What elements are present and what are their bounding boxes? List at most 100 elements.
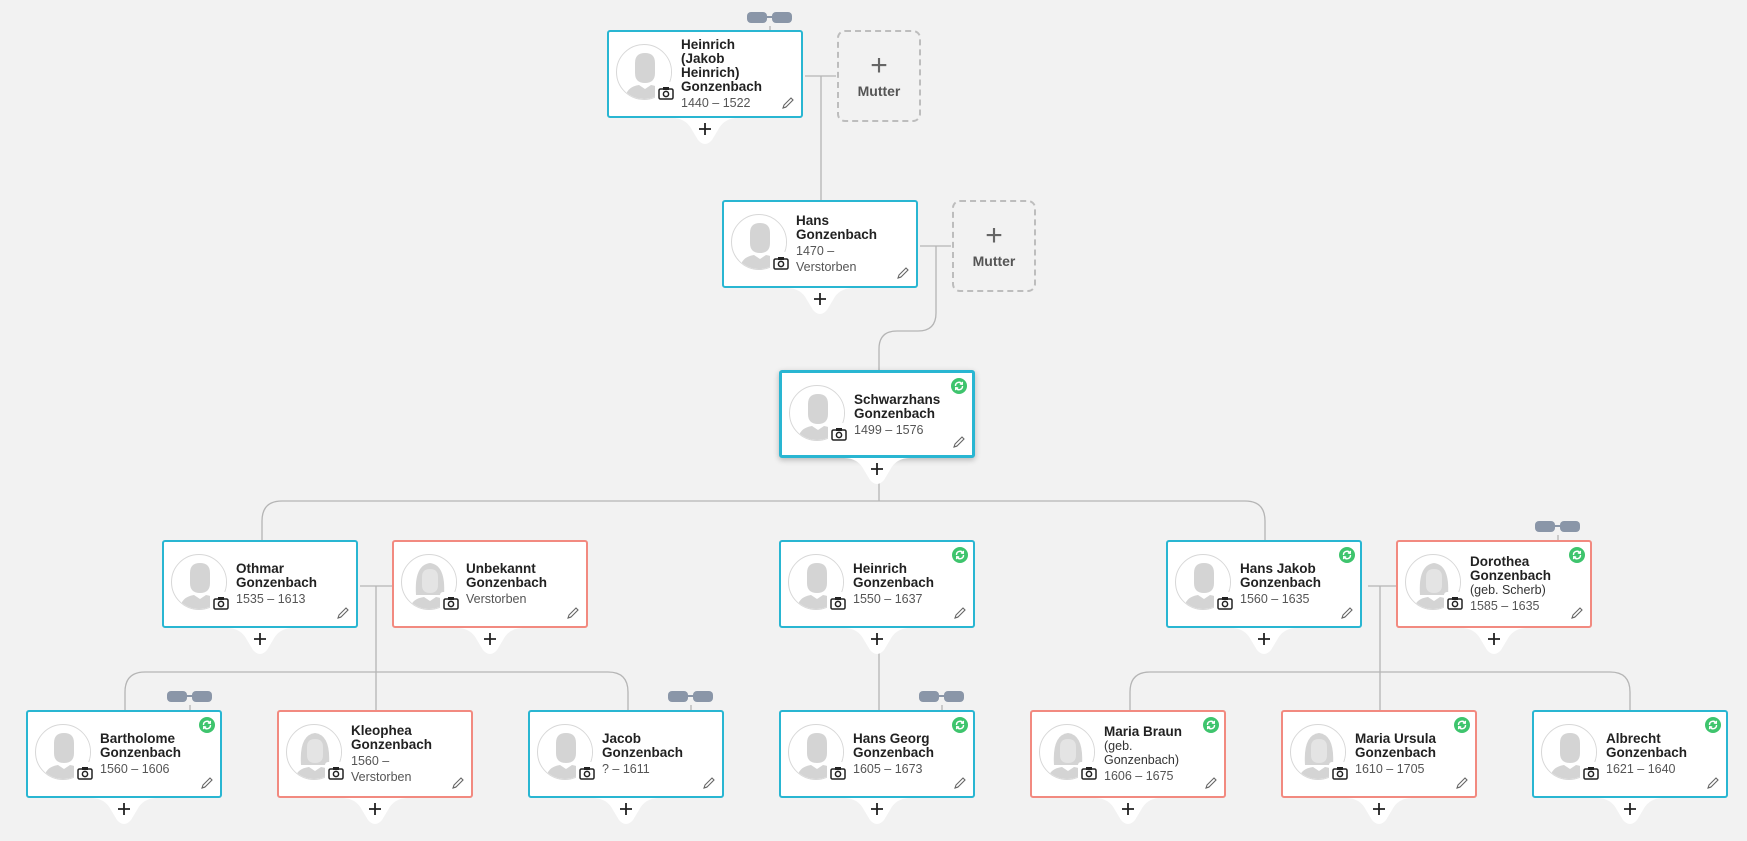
person-card[interactable]: Maria Braun(geb. Gonzenbach)1606 – 1675 [1030, 710, 1226, 798]
person-name: Maria Ursula Gonzenbach [1355, 730, 1437, 760]
sync-icon[interactable] [1339, 547, 1355, 563]
person-dates: Verstorben [466, 591, 527, 606]
person-dates: ? – 1611 [602, 761, 650, 776]
camera-icon[interactable] [74, 762, 96, 784]
rings-icon[interactable] [1533, 519, 1583, 535]
person-name: Heinrich Gonzenbach [853, 560, 935, 590]
rings-icon[interactable] [666, 689, 716, 705]
camera-icon[interactable] [827, 592, 849, 614]
pencil-icon[interactable] [951, 434, 967, 450]
camera-icon[interactable] [1444, 592, 1466, 614]
add-relative-button[interactable] [1231, 628, 1297, 656]
add-relative-button[interactable] [844, 798, 910, 826]
pencil-icon[interactable] [952, 775, 968, 791]
pencil-icon[interactable] [780, 95, 796, 111]
person-card[interactable]: Dorothea Gonzenbach(geb. Scherb)1585 – 1… [1396, 540, 1592, 628]
add-relative-button[interactable] [844, 628, 910, 656]
male-silhouette-icon [616, 44, 672, 100]
person-name: Hans Georg Gonzenbach [853, 730, 935, 760]
sync-icon[interactable] [199, 717, 215, 733]
pencil-icon[interactable] [1339, 605, 1355, 621]
add-relative-button[interactable] [342, 798, 408, 826]
add-relative-button[interactable] [1095, 798, 1161, 826]
sync-icon[interactable] [952, 717, 968, 733]
sync-icon[interactable] [951, 378, 967, 394]
camera-icon[interactable] [325, 762, 347, 784]
add-relative-button[interactable] [844, 458, 910, 486]
camera-icon[interactable] [828, 423, 850, 445]
add-relative-button[interactable] [1346, 798, 1412, 826]
person-dates: 1560 – 1635 [1240, 591, 1310, 606]
person-dates: 1560 – 1606 [100, 761, 170, 776]
pencil-icon[interactable] [1569, 605, 1585, 621]
add-relative-button[interactable] [1461, 628, 1527, 656]
person-dates: 1560 – Verstorben [351, 753, 412, 784]
person-dates: 1605 – 1673 [853, 761, 923, 776]
rings-icon[interactable] [917, 689, 967, 705]
sync-icon[interactable] [1454, 717, 1470, 733]
add-relative-button[interactable] [457, 628, 523, 656]
pencil-icon[interactable] [450, 775, 466, 791]
add-relative-button[interactable] [1597, 798, 1663, 826]
camera-icon[interactable] [827, 762, 849, 784]
add-mother-placeholder[interactable]: + Mutter [952, 200, 1036, 292]
pencil-icon[interactable] [335, 605, 351, 621]
camera-icon[interactable] [1329, 762, 1351, 784]
camera-icon[interactable] [770, 252, 792, 274]
pencil-icon[interactable] [1454, 775, 1470, 791]
person-card[interactable]: Jacob Gonzenbach? – 1611 [528, 710, 724, 798]
pencil-icon[interactable] [895, 265, 911, 281]
person-name: Schwarzhans Gonzenbach [854, 391, 941, 421]
person-dates: 1535 – 1613 [236, 591, 306, 606]
add-relative-button[interactable] [227, 628, 293, 656]
person-name: Jacob Gonzenbach [602, 730, 684, 760]
sync-icon[interactable] [1203, 717, 1219, 733]
add-mother-label: Mutter [857, 83, 901, 99]
rings-icon[interactable] [165, 689, 215, 705]
person-dates: 1470 – Verstorben [796, 243, 857, 274]
add-relative-button[interactable] [91, 798, 157, 826]
pencil-icon[interactable] [1203, 775, 1219, 791]
sync-icon[interactable] [952, 547, 968, 563]
pencil-icon[interactable] [199, 775, 215, 791]
pencil-icon[interactable] [701, 775, 717, 791]
camera-icon[interactable] [210, 592, 232, 614]
camera-icon[interactable] [1214, 592, 1236, 614]
add-mother-placeholder[interactable]: + Mutter [837, 30, 921, 122]
sync-icon[interactable] [1705, 717, 1721, 733]
pencil-icon[interactable] [952, 605, 968, 621]
camera-icon[interactable] [1078, 762, 1100, 784]
camera-icon[interactable] [440, 592, 462, 614]
person-name: Heinrich (Jakob Heinrich) Gonzenbach [681, 36, 763, 94]
add-relative-button[interactable] [593, 798, 659, 826]
pencil-icon[interactable] [1705, 775, 1721, 791]
male-silhouette-icon [171, 554, 227, 610]
camera-icon[interactable] [576, 762, 598, 784]
add-relative-button[interactable] [787, 288, 853, 316]
sync-icon[interactable] [1569, 547, 1585, 563]
rings-icon[interactable] [745, 10, 795, 26]
person-name: Dorothea Gonzenbach [1470, 553, 1552, 583]
add-relative-button[interactable] [672, 118, 738, 146]
person-info: Dorothea Gonzenbach(geb. Scherb)1585 – 1… [1470, 542, 1570, 626]
camera-icon[interactable] [1580, 762, 1602, 784]
camera-icon[interactable] [655, 82, 677, 104]
pencil-icon[interactable] [565, 605, 581, 621]
